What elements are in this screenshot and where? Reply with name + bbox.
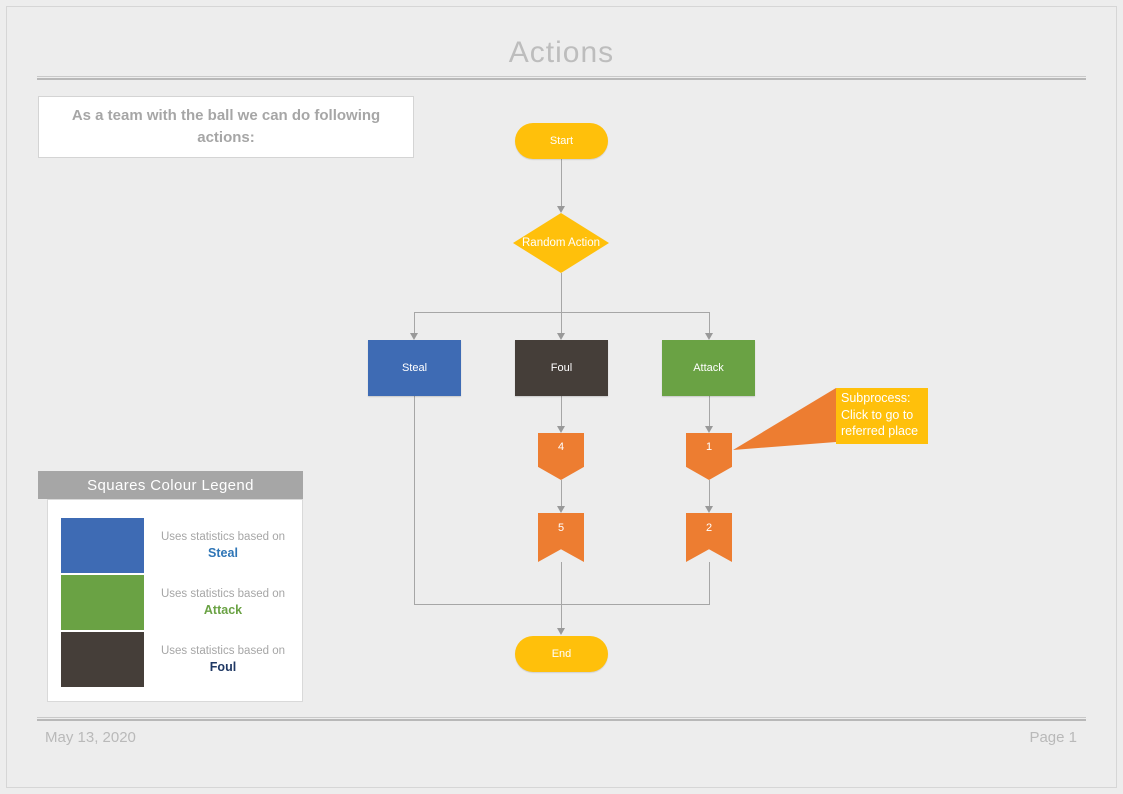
flowchart-decision-node: Random Action (513, 213, 609, 273)
connector-line (709, 396, 710, 427)
connector-arrowhead (557, 206, 565, 213)
connector-line (561, 604, 562, 628)
steal-label: Steal (401, 362, 428, 374)
flowchart-foul-node: Foul (515, 340, 608, 396)
foul-label: Foul (550, 362, 573, 374)
connector-line (561, 562, 562, 604)
attack-label: Attack (693, 362, 724, 374)
callout-box: Subprocess: Click to go to referred plac… (836, 388, 928, 444)
callout-line: referred place (841, 424, 919, 439)
intro-text: As a team with the ball we can do follow… (71, 107, 381, 146)
footer-page-number: Page 1 (1029, 729, 1077, 746)
connector-line (414, 604, 710, 605)
decision-label: Random Action (522, 237, 600, 249)
connector-line (561, 159, 562, 207)
connector-line (709, 312, 710, 334)
connector-arrowhead (557, 333, 565, 340)
connector-arrowhead (557, 426, 565, 433)
legend-swatch-foul (61, 632, 144, 687)
legend-item-steal: Uses statistics based on Steal (61, 517, 302, 574)
subprocess-ref-1[interactable]: 1 (686, 433, 732, 480)
legend-word-steal: Steal (208, 545, 238, 560)
flowchart-end-node: End (515, 636, 608, 672)
connector-line (709, 480, 710, 507)
connector-line (561, 480, 562, 507)
flowchart-steal-node: Steal (368, 340, 461, 396)
legend-swatch-attack (61, 575, 144, 630)
connector-line (414, 312, 710, 313)
legend-item-attack: Uses statistics based on Attack (61, 574, 302, 631)
connector-arrowhead (557, 506, 565, 513)
page-title: Actions (508, 36, 615, 69)
legend-swatch-steal (61, 518, 144, 573)
flowchart-start-node: Start (515, 123, 608, 159)
callout-line: Click to go to (841, 407, 914, 422)
legend-word-attack: Attack (203, 602, 243, 617)
callout-line: Subprocess: (841, 391, 911, 405)
connector-line (561, 396, 562, 427)
subprocess-ref-2[interactable]: 2 (686, 513, 732, 562)
connector-line (561, 312, 562, 334)
legend-word-foul: Foul (209, 659, 237, 674)
legend-header: Squares Colour Legend (38, 471, 303, 499)
connector-arrowhead (705, 506, 713, 513)
footer-date: May 13, 2020 (45, 729, 136, 746)
subprocess-ref-1-label: 1 (705, 441, 713, 453)
subprocess-ref-5[interactable]: 5 (538, 513, 584, 562)
legend-prefix: Uses statistics based on (160, 530, 285, 543)
flowchart-attack-node: Attack (662, 340, 755, 396)
connector-arrowhead (705, 426, 713, 433)
subprocess-ref-2-label: 2 (705, 522, 713, 534)
subprocess-ref-4-label: 4 (557, 441, 565, 453)
connector-arrowhead (705, 333, 713, 340)
connector-line (709, 562, 710, 604)
connector-line (414, 312, 415, 334)
legend-title: Squares Colour Legend (87, 476, 254, 494)
subprocess-ref-4[interactable]: 4 (538, 433, 584, 480)
legend-prefix: Uses statistics based on (160, 587, 285, 600)
footer-rule (37, 717, 1086, 721)
start-label: Start (549, 135, 574, 147)
legend-prefix: Uses statistics based on (160, 644, 285, 657)
intro-text-box: As a team with the ball we can do follow… (38, 96, 414, 158)
legend-item-foul: Uses statistics based on Foul (61, 631, 302, 688)
callout-pointer (733, 388, 836, 450)
connector-line (414, 396, 415, 604)
connector-arrowhead (557, 628, 565, 635)
subprocess-ref-5-label: 5 (557, 522, 565, 534)
end-label: End (551, 648, 572, 660)
connector-arrowhead (410, 333, 418, 340)
header-rule (37, 76, 1086, 80)
legend-body: Uses statistics based on Steal Uses stat… (47, 499, 303, 702)
connector-line (561, 273, 562, 312)
